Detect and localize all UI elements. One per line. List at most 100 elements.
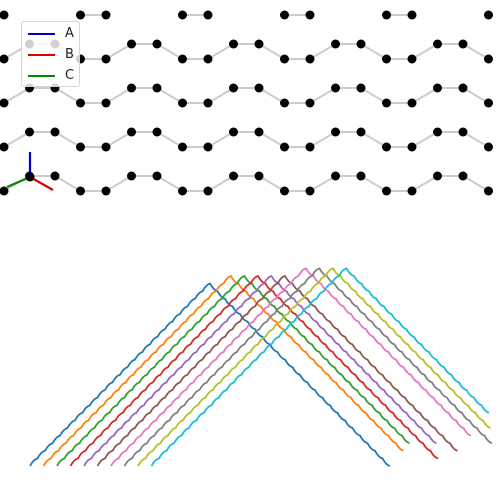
lattice-node (382, 54, 391, 64)
legend-swatch-b (28, 54, 55, 56)
lattice-bond (105, 131, 133, 148)
lattice-node (101, 186, 111, 196)
lattice-node (433, 83, 442, 93)
lattice-bond (3, 131, 31, 148)
lattice-node (127, 127, 136, 137)
series-line-4 (69, 274, 439, 467)
lattice-node (433, 39, 442, 49)
lattice-node (229, 171, 238, 181)
lattice-node (356, 127, 366, 137)
series-line-9 (137, 267, 491, 467)
series-line-6 (96, 274, 458, 467)
lattice-node (407, 54, 417, 64)
lattice-node (229, 127, 238, 137)
legend-swatch-a (28, 33, 55, 35)
lattice-node (101, 54, 111, 64)
lattice-node (458, 83, 468, 93)
lattice-node (203, 54, 213, 64)
lattice-node (484, 98, 493, 108)
lattice-node (254, 171, 264, 181)
lattice-node (178, 54, 187, 64)
lattice-node (76, 10, 85, 20)
lattice-node (0, 54, 9, 64)
lattice-node (458, 127, 468, 137)
lattice-node (305, 142, 315, 152)
lattice-node (50, 127, 60, 137)
lattice-bond (105, 87, 133, 104)
lattice-bond (360, 175, 388, 192)
lattice-node (407, 10, 417, 20)
lattice-node (152, 83, 162, 93)
lattice-node (203, 98, 213, 108)
lattice-node (254, 127, 264, 137)
lattice-node (305, 10, 315, 20)
lattice-node (0, 98, 9, 108)
lattice-node (331, 127, 340, 137)
lattice-node (382, 186, 391, 196)
lattice-node (152, 127, 162, 137)
lattice-bond (360, 87, 388, 104)
lattice-node (484, 186, 493, 196)
lattice-node (356, 83, 366, 93)
lattice-nodes (0, 10, 493, 196)
lattice-node (229, 83, 238, 93)
lattice-bond (462, 175, 490, 192)
lattice-bond (411, 175, 439, 192)
legend-label-a: A (65, 26, 74, 41)
lattice-bond (105, 175, 133, 192)
lattice-bond (411, 131, 439, 148)
lattice-node (127, 83, 136, 93)
basis-vectors (6, 152, 54, 191)
lattice-node (305, 98, 315, 108)
legend-label-c: C (65, 68, 75, 83)
lattice-node (458, 39, 468, 49)
lattice-bond (309, 131, 337, 148)
lattice-node (101, 142, 111, 152)
legend-entry-a: A (28, 26, 74, 42)
lattice-bond (207, 175, 235, 192)
lattice-bond (360, 131, 388, 148)
lattice-node (25, 127, 34, 137)
series-line-7 (110, 267, 472, 467)
lattice-node (356, 39, 366, 49)
lattice-node (127, 39, 136, 49)
lattice-bond (411, 43, 439, 60)
lattice-bond (207, 43, 235, 60)
lattice-bond (411, 87, 439, 104)
lattice-node (433, 127, 442, 137)
lattice-node (0, 142, 9, 152)
lattice-bond (462, 43, 490, 60)
lattice-node (0, 186, 9, 196)
lattice-node (382, 10, 391, 20)
lattice-node (407, 186, 417, 196)
lattice-bond (156, 87, 184, 104)
series-line-1 (29, 282, 391, 467)
lattice-node (254, 39, 264, 49)
lattice-node (331, 171, 340, 181)
lattice-bond (156, 131, 184, 148)
lattice-node (484, 142, 493, 152)
lattice-bond (309, 43, 337, 60)
lattice-node (458, 171, 468, 181)
lattice-node (178, 142, 187, 152)
lattice-bond (258, 87, 286, 104)
lattice-node (407, 98, 417, 108)
lattice-node (229, 39, 238, 49)
lattice-bond (54, 87, 82, 104)
lattice-bond (156, 175, 184, 192)
lattice-node (382, 98, 391, 108)
lattice-node (280, 186, 289, 196)
lattice-bond (105, 43, 133, 60)
lattice-node (280, 54, 289, 64)
lattice-node (76, 186, 85, 196)
legend-entry-b: B (28, 47, 74, 63)
lattice-node (280, 98, 289, 108)
legend: A B C (21, 21, 80, 87)
lattice-node (305, 186, 315, 196)
lattice-bond (258, 175, 286, 192)
lattice-node (356, 171, 366, 181)
legend-label-b: B (65, 47, 74, 62)
lattice-bond (258, 43, 286, 60)
lattice-node (101, 98, 111, 108)
